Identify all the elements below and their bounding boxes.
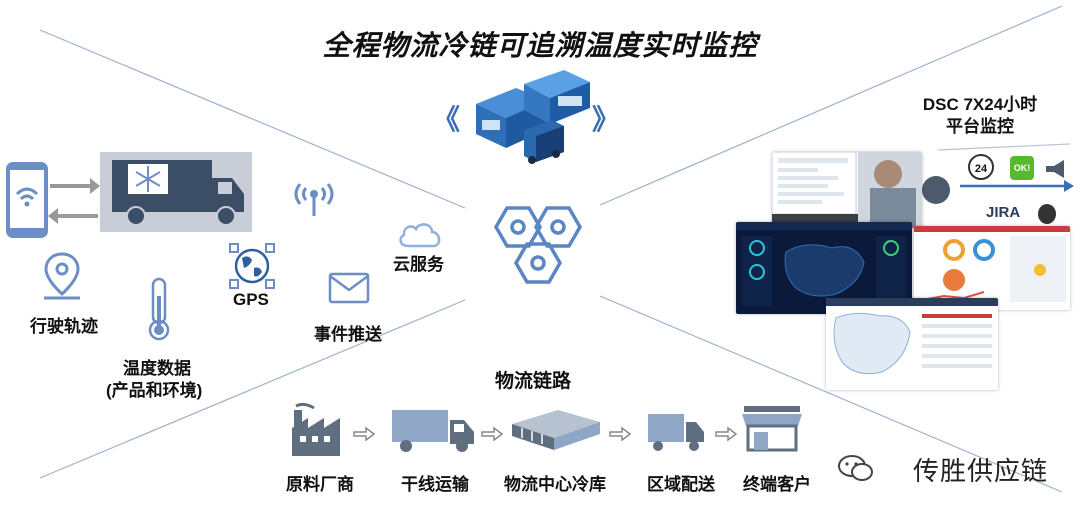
- cloud-icon: [399, 223, 441, 248]
- warehouse-truck-icon: [476, 70, 590, 164]
- logistics-chain-title: 物流链路: [495, 371, 572, 392]
- chevron-right-icon: 》: [592, 104, 621, 135]
- refrigerated-truck-icon: [112, 160, 244, 226]
- dsc-label: DSC 7X24小时 平台监控: [900, 94, 1060, 138]
- truck-icon: [392, 410, 474, 452]
- team-icon: [922, 176, 950, 204]
- monitoring-bracket: [937, 143, 1074, 192]
- factory-icon: [292, 402, 340, 456]
- event-push-label: 事件推送: [314, 325, 382, 344]
- support-24-text: 24: [974, 163, 988, 175]
- page-title: 全程物流冷链可追溯温度实时监控: [322, 30, 758, 61]
- dashboard-screenshot-laptop: [772, 152, 922, 228]
- phone-wifi-icon: [6, 162, 48, 238]
- arrow-right-icon: [715, 426, 738, 442]
- ok-chat-icon: OK!: [1010, 156, 1034, 180]
- arrow-right-icon: [481, 426, 504, 442]
- envelope-icon: [328, 272, 370, 304]
- flow-step-trunk-transport: 干线运输: [401, 475, 469, 494]
- dsc-label-line1: DSC 7X24小时: [922, 95, 1038, 114]
- thermometer-icon: [148, 277, 170, 341]
- arrow-right-icon: [353, 426, 376, 442]
- storefront-icon: [742, 406, 802, 452]
- temperature-label-line2: (产品和环境): [106, 381, 203, 400]
- dashboard-screenshot-charts: [914, 226, 1070, 310]
- sync-arrows-icon: [48, 178, 100, 224]
- chevron-left-icon: 《: [432, 104, 461, 135]
- hexagon-network-icon: [493, 206, 583, 284]
- signal-antenna-icon: [294, 183, 334, 216]
- flow-step-cold-storage: 物流中心冷库: [504, 475, 606, 494]
- delivery-van-icon: [648, 414, 704, 451]
- refrigerated-truck-panel: [100, 152, 252, 232]
- flow-step-raw-material: 原料厂商: [286, 475, 354, 494]
- dsc-label-line2: 平台监控: [946, 117, 1014, 136]
- gps-label: GPS: [233, 290, 269, 309]
- support-24-icon: 24: [968, 154, 994, 180]
- route-label: 行驶轨迹: [30, 317, 98, 336]
- megaphone-icon: [1046, 160, 1064, 178]
- ok-chat-text: OK!: [1013, 163, 1031, 173]
- flow-step-regional-delivery: 区域配送: [647, 475, 715, 494]
- watermark-text: 传胜供应链: [912, 456, 1048, 486]
- gps-globe-icon: [229, 243, 275, 289]
- flow-step-end-customer: 终端客户: [743, 475, 811, 494]
- arrow-right-icon: [609, 426, 632, 442]
- wechat-icon: [838, 455, 873, 481]
- location-pin-icon: [44, 252, 80, 300]
- jira-logo: JIRA: [986, 204, 1020, 221]
- temperature-label-line1: 温度数据: [123, 359, 191, 378]
- dashboard-screenshot-map-table: [826, 298, 998, 390]
- cold-warehouse-icon: [512, 410, 600, 450]
- cloud-service-label: 云服务: [393, 255, 444, 274]
- jira-logo-text: JIRA: [986, 204, 1021, 221]
- document-icon: [1038, 204, 1056, 224]
- dashboard-screenshot-dark-map: [736, 222, 912, 314]
